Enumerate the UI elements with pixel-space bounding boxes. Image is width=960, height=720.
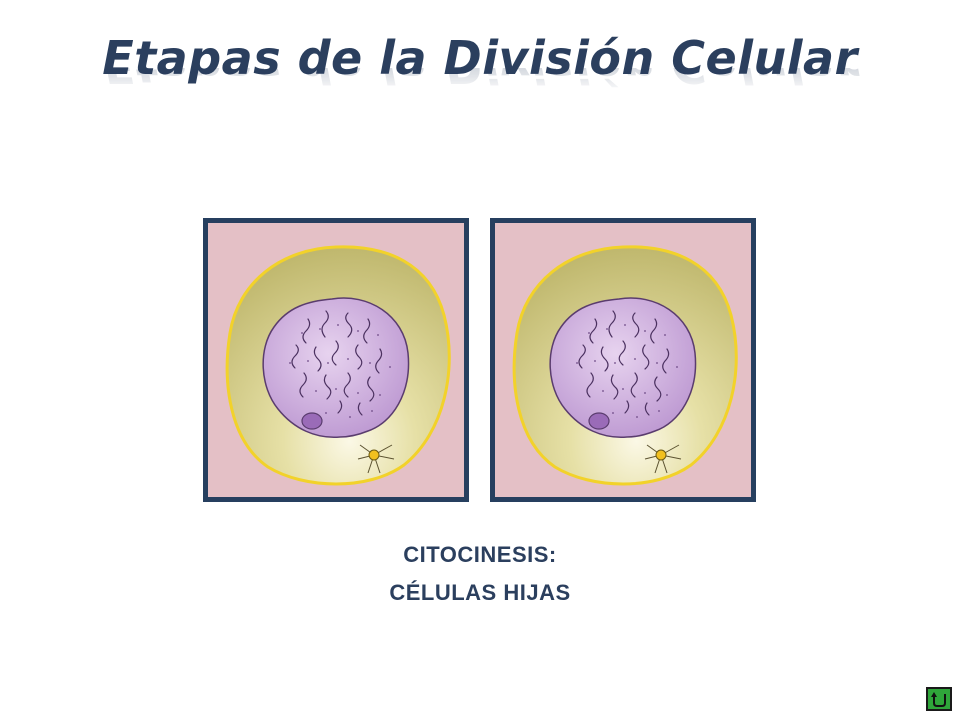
- daughter-cell-illustration: [225, 245, 451, 486]
- page-title: Etapas de la División Celular: [102, 31, 858, 85]
- daughter-cell-illustration: [512, 245, 738, 486]
- centrosome-icon: [357, 444, 395, 474]
- caption-stage: CITOCINESIS:: [403, 542, 557, 567]
- return-button[interactable]: [926, 687, 952, 711]
- centrosome-icon: [644, 444, 682, 474]
- page-title-reflection: Etapas de la División Celular: [0, 68, 960, 94]
- caption-description: CÉLULAS HIJAS: [389, 580, 571, 605]
- cell-panel-right: [490, 218, 756, 502]
- return-arrow-icon: [931, 692, 946, 707]
- title-area: Etapas de la División Celular Etapas de …: [0, 30, 960, 140]
- cell-panel-left: [203, 218, 469, 502]
